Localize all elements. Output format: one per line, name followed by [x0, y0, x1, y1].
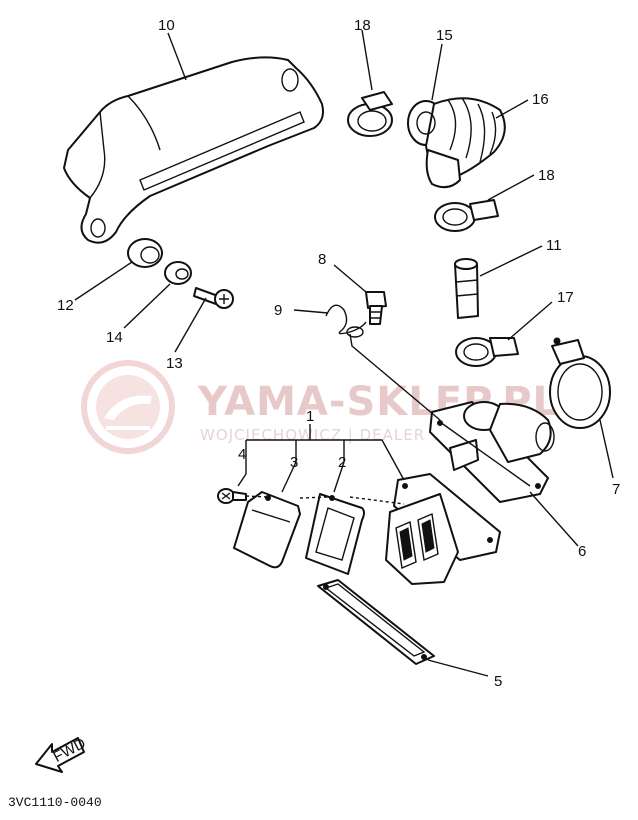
- part-11-joint-tube: [454, 258, 479, 319]
- callout-17: 17: [557, 289, 574, 306]
- part-18-clamp-lower: [434, 199, 499, 232]
- callout-18-upper: 18: [354, 17, 371, 34]
- callout-15: 15: [436, 27, 453, 44]
- fwd-arrow: FWD: [35, 735, 89, 773]
- callout-12: 12: [57, 297, 74, 314]
- part-1-reed-valve: [385, 473, 501, 585]
- callout-labels: 10 18 15 16 18 11 17 8 9 12 14 13 1 4 3 …: [57, 17, 620, 690]
- callout-1: 1: [306, 408, 314, 425]
- callout-14: 14: [106, 329, 123, 346]
- callout-18-lower: 18: [538, 167, 555, 184]
- part-17-clamp: [455, 337, 519, 367]
- callout-2: 2: [338, 454, 346, 471]
- part-8-bolt: [365, 291, 387, 325]
- callout-5: 5: [494, 673, 502, 690]
- part-2-reed-plate: [305, 493, 365, 575]
- callout-10: 10: [158, 17, 175, 34]
- part-3-reed-stopper: [233, 491, 301, 569]
- part-13-screw: [193, 287, 234, 309]
- part-9-spring-clip: [325, 304, 367, 338]
- part-7-hose-clamp: [549, 337, 611, 429]
- diagram-code: 3VC1110-0040: [8, 795, 102, 810]
- part-10-duct-cover: [63, 56, 324, 244]
- callout-13: 13: [166, 355, 183, 372]
- callout-7: 7: [612, 481, 620, 498]
- callout-16: 16: [532, 91, 549, 108]
- part-5-gasket: [317, 579, 435, 665]
- part-12-grommet: [127, 238, 163, 268]
- callout-9: 9: [274, 302, 282, 319]
- part-18-clamp-upper: [347, 91, 393, 137]
- leader-lines: [74, 29, 614, 677]
- watermark: YAMA-SKLEP.PL WOJCIECHOWICZ | DEALER YAM…: [81, 360, 558, 454]
- part-6-intake-manifold: [429, 401, 555, 503]
- part-4-screw: [217, 488, 247, 504]
- callout-6: 6: [578, 543, 586, 560]
- fwd-label: FWD: [50, 735, 88, 766]
- part-15-16-boot-hose: [407, 97, 506, 189]
- callout-8: 8: [318, 251, 326, 268]
- watermark-logo: [81, 360, 175, 454]
- callout-11: 11: [546, 237, 562, 254]
- callout-4: 4: [238, 446, 246, 463]
- callout-3: 3: [290, 454, 298, 471]
- part-14-collar: [164, 261, 192, 285]
